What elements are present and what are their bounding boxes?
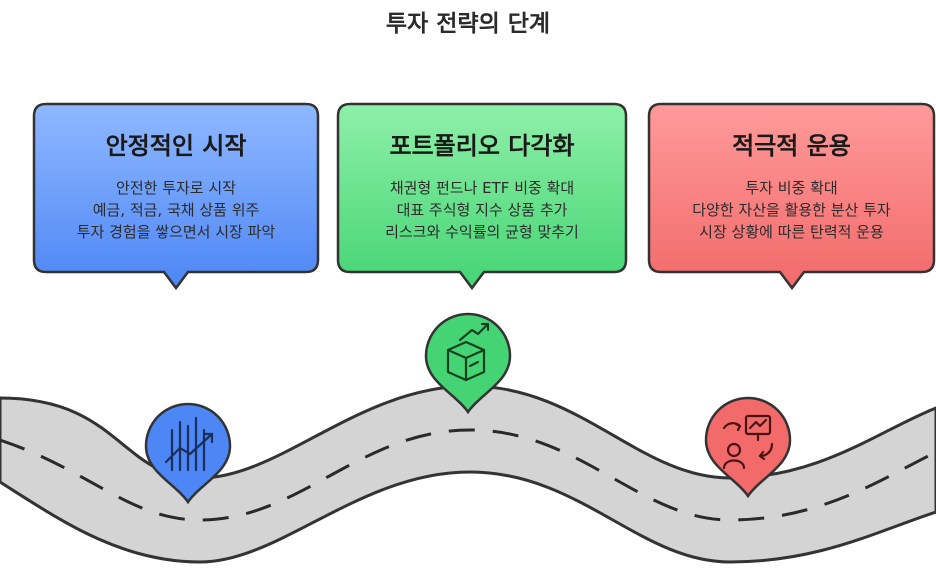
lane-divider (0, 428, 936, 522)
stage-card-title: 안정적인 시작 (105, 132, 247, 160)
stage-card-2-shape (336, 102, 628, 291)
stage-card-line: 안전한 투자로 시작 (116, 179, 236, 197)
stage-card-3: 적극적 운용 투자 비중 확대 다양한 자산을 활용한 분산 투자 시장 상황에… (649, 104, 934, 272)
stage-card-1-shape (32, 102, 320, 291)
box-growth-icon (446, 322, 490, 382)
stage-card-line: 시장 상황에 따른 탄력적 운용 (699, 223, 884, 241)
growth-chart-icon (164, 416, 214, 472)
stage-card-line: 리스크와 수익률의 균형 맞추기 (385, 223, 579, 241)
stage-card-line: 다양한 자산을 활용한 분산 투자 (692, 201, 891, 219)
stage-card-line: 대표 주식형 지수 상품 추가 (396, 201, 568, 219)
stage-card-title: 포트폴리오 다각화 (389, 132, 575, 160)
stage-card-line: 투자 경험을 쌓으면서 시장 파악 (76, 223, 276, 241)
investor-strategy-icon (722, 414, 774, 470)
stage-card-line: 투자 비중 확대 (745, 179, 838, 197)
stage-card-line: 예금, 적금, 국채 상품 위주 (92, 201, 260, 219)
stage-marker-3 (704, 396, 792, 499)
stage-card-1: 안정적인 시작 안전한 투자로 시작 예금, 적금, 국채 상품 위주 투자 경… (34, 104, 318, 272)
page-title: 투자 전략의 단계 (385, 11, 551, 37)
stage-card-3-shape (647, 102, 936, 291)
stage-marker-1 (144, 402, 232, 505)
stage-marker-2 (424, 312, 512, 415)
stage-card-line: 채권형 펀드나 ETF 비중 확대 (389, 179, 575, 197)
stage-card-2: 포트폴리오 다각화 채권형 펀드나 ETF 비중 확대 대표 주식형 지수 상품… (338, 104, 626, 272)
stage-card-title: 적극적 운용 (732, 132, 851, 160)
